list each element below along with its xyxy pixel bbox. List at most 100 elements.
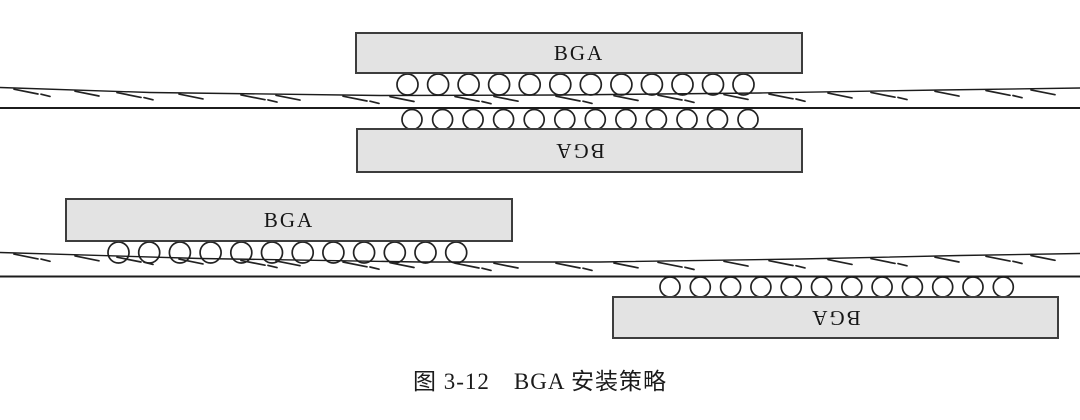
solder-ball xyxy=(901,276,924,298)
solder-ball xyxy=(457,73,480,96)
hatch-tick xyxy=(555,95,581,102)
solder-ball xyxy=(992,276,1015,298)
pcb-lines xyxy=(0,86,1080,278)
solder-ball xyxy=(584,108,607,131)
hatch-tick xyxy=(827,92,853,99)
solder-ball xyxy=(706,108,729,131)
solder-ball xyxy=(199,241,222,264)
hatch-tick xyxy=(1030,254,1056,262)
hatch-tick-short xyxy=(897,96,908,101)
solder-ball xyxy=(840,276,863,298)
pcb-top-surface-line xyxy=(0,86,1080,97)
solder-ball xyxy=(610,73,633,96)
hatch-tick-short xyxy=(267,99,278,103)
hatch-tick xyxy=(870,257,896,265)
hatch-tick xyxy=(613,94,639,102)
hatch-tick xyxy=(613,262,639,269)
solder-ball xyxy=(780,276,803,298)
hatch-tick xyxy=(985,89,1011,97)
hatch-tick xyxy=(657,261,683,268)
hatch-tick xyxy=(768,259,794,267)
solder-ball xyxy=(383,241,407,264)
solder-ball xyxy=(732,73,755,96)
solder-ball xyxy=(671,73,694,96)
hatch-tick xyxy=(275,260,301,267)
hatch-tick xyxy=(240,259,266,267)
solder-ball xyxy=(931,276,954,298)
solder-ball xyxy=(401,108,423,131)
hatch-tick xyxy=(493,262,519,269)
hatch-tick-short xyxy=(481,267,492,272)
hatch-tick xyxy=(13,88,39,95)
hatch-tick-short xyxy=(267,264,278,269)
solder-ball xyxy=(962,276,984,298)
solder-ball xyxy=(719,276,742,298)
bga-body xyxy=(612,296,1059,339)
hatch-tick xyxy=(827,258,853,266)
bga-label-rotated: BGA xyxy=(810,306,860,330)
hatch-tick-short xyxy=(795,264,806,269)
hatch-tick xyxy=(985,255,1011,262)
solder-ball xyxy=(615,108,637,131)
bga-component-bottom-left: BGA xyxy=(65,198,513,242)
solder-ball xyxy=(659,276,681,298)
solder-ball xyxy=(518,73,542,96)
solder-ball xyxy=(523,108,546,131)
hatch-tick xyxy=(389,95,415,103)
bga-component-top-upper: BGA xyxy=(355,32,803,74)
hatch-tick xyxy=(555,262,581,269)
hatch-tick-short xyxy=(1012,260,1023,265)
hatch-tick xyxy=(493,95,519,103)
solder-ball xyxy=(396,73,419,96)
hatch-tick xyxy=(454,262,480,269)
hatch-tick xyxy=(934,90,960,97)
hatch-tick xyxy=(723,93,749,101)
hatch-tick-short xyxy=(369,100,380,105)
hatch-tick xyxy=(657,94,683,101)
bga-label: BGA xyxy=(554,41,604,65)
solder-ball xyxy=(352,241,376,264)
hatch-tick xyxy=(454,95,480,103)
bga-component-bottom-right: BGA xyxy=(612,296,1059,339)
hatch-tick xyxy=(342,95,368,102)
hatch-tick xyxy=(116,256,142,263)
hatch-tick xyxy=(178,258,204,265)
bga-body xyxy=(65,198,513,242)
solder-ball xyxy=(431,108,454,131)
solder-ball xyxy=(640,73,664,96)
bga-label-rotated: BGA xyxy=(554,139,604,163)
figure-caption: 图 3-12 BGA 安装策略 xyxy=(413,369,667,394)
solder-ball xyxy=(553,108,576,131)
solder-ball xyxy=(487,73,511,96)
hatch-tick-short xyxy=(369,266,380,271)
solder-ball xyxy=(107,241,130,264)
hatch-tick-short xyxy=(582,100,593,105)
solder-ball xyxy=(676,108,698,131)
hatch-tick-short xyxy=(897,262,908,267)
pcb-top-surface-line xyxy=(0,251,1080,263)
solder-ball xyxy=(579,73,603,96)
hatch-tick xyxy=(116,91,142,99)
bga-body xyxy=(356,128,803,173)
solder-ball xyxy=(492,108,515,131)
bga-body xyxy=(355,32,803,74)
hatch-tick xyxy=(13,253,39,260)
solder-ball xyxy=(871,276,893,298)
hatch-tick-short xyxy=(684,99,695,104)
bga-label: BGA xyxy=(264,208,314,232)
hatch-tick xyxy=(178,93,204,100)
hatch-tick xyxy=(389,261,415,269)
hatch-tick-short xyxy=(481,100,492,105)
hatch-tick-short xyxy=(1012,94,1023,99)
solder-ball xyxy=(701,73,725,96)
hatch-tick xyxy=(74,255,100,262)
solder-ball xyxy=(810,276,833,298)
solder-ball xyxy=(750,276,772,298)
solder-ball xyxy=(426,73,450,96)
hatch-tick-short xyxy=(795,98,806,103)
solder-ball xyxy=(462,108,484,131)
hatch-tick xyxy=(934,256,960,263)
solder-ball xyxy=(444,241,468,264)
